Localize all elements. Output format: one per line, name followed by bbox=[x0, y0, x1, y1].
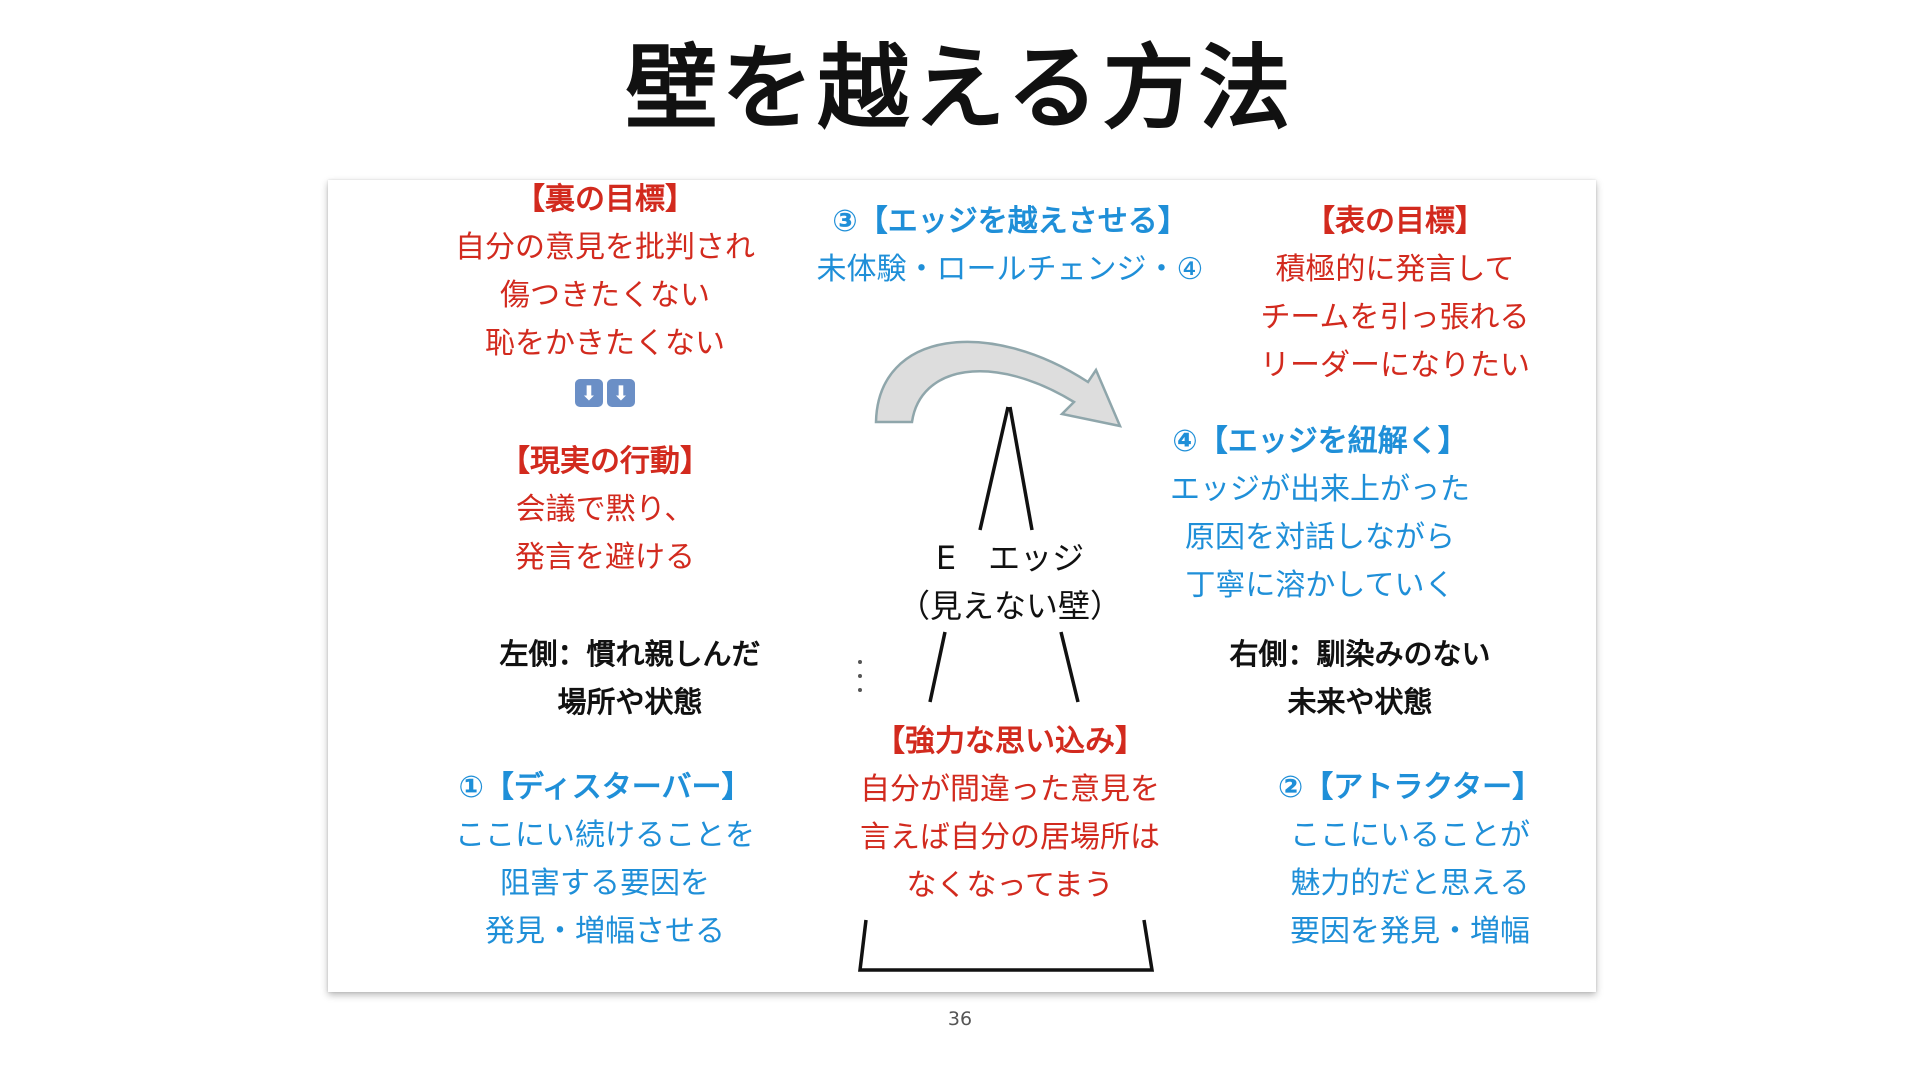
step1-line: 発見・増幅させる bbox=[485, 914, 725, 949]
down-arrow-icon: ⬇ bbox=[607, 378, 635, 407]
edge-line-upper-left bbox=[978, 406, 1010, 531]
step4-line: エッジが出来上がった bbox=[1170, 472, 1470, 507]
belief-line: なくなってまう bbox=[906, 868, 1114, 903]
stray-dot bbox=[858, 674, 862, 678]
belief-line: 言えば自分の居場所は bbox=[860, 820, 1160, 855]
slide-title: 壁を越える方法 bbox=[625, 35, 1295, 142]
left-side-line: 場所や状態 bbox=[557, 685, 703, 719]
step2-block: ②【アトラクター】 ここにいることが 魅力的だと思える 要因を発見・増幅 bbox=[1240, 764, 1580, 956]
omote-goal-line: チームを引っ張れる bbox=[1260, 300, 1530, 335]
step1-heading: ①【ディスターバー】 bbox=[458, 770, 752, 805]
page-number: 36 bbox=[947, 1008, 973, 1030]
belief-block: 【強力な思い込み】 自分が間違った意見を 言えば自分の居場所は なくなってまう bbox=[830, 718, 1190, 910]
step1-line: 阻害する要因を bbox=[500, 866, 710, 901]
omote-goal-line: リーダーになりたい bbox=[1260, 348, 1530, 383]
step2-line: 要因を発見・増幅 bbox=[1290, 914, 1530, 949]
ura-goal-line: 傷つきたくない bbox=[500, 278, 710, 313]
step4-line: 丁寧に溶かしていく bbox=[1185, 568, 1455, 603]
step4-heading: ④【エッジを紐解く】 bbox=[1172, 424, 1468, 459]
edge-label-line: E エッジ bbox=[935, 539, 1085, 577]
double-down-arrow-icon: ⬇⬇ bbox=[420, 368, 790, 416]
omote-goal-line: 積極的に発言して bbox=[1275, 252, 1515, 287]
step4-line: 原因を対話しながら bbox=[1185, 520, 1455, 555]
step2-line: ここにいることが bbox=[1290, 818, 1530, 853]
step2-heading: ②【アトラクター】 bbox=[1277, 770, 1543, 805]
left-side-block: 左側：慣れ親しんだ 場所や状態 bbox=[460, 630, 800, 726]
edge-label-line: （見えない壁） bbox=[897, 587, 1122, 625]
actual-action-line: 発言を避ける bbox=[515, 540, 695, 575]
edge-label: E エッジ （見えない壁） bbox=[880, 534, 1140, 630]
step2-line: 魅力的だと思える bbox=[1290, 866, 1530, 901]
step1-block: ①【ディスターバー】 ここにい続けることを 阻害する要因を 発見・増幅させる bbox=[420, 764, 790, 956]
omote-goal-heading: 【表の目標】 bbox=[1305, 204, 1485, 239]
ura-goal-line: 恥をかきたくない bbox=[485, 326, 725, 361]
actual-action-block: 【現実の行動】 会議で黙り、 発言を避ける bbox=[420, 438, 790, 582]
step4-block: ④【エッジを紐解く】 エッジが出来上がった 原因を対話しながら 丁寧に溶かしてい… bbox=[1140, 418, 1500, 610]
ura-goal-block: 【裏の目標】 自分の意見を批判され 傷つきたくない 恥をかきたくない ⬇⬇ bbox=[420, 176, 790, 416]
ura-goal-line: 自分の意見を批判され bbox=[455, 230, 755, 265]
edge-line-lower-left bbox=[928, 631, 947, 703]
belief-line: 自分が間違った意見を bbox=[860, 772, 1160, 807]
belief-heading: 【強力な思い込み】 bbox=[875, 724, 1145, 759]
right-side-line: 未来や状態 bbox=[1287, 685, 1433, 719]
diagram-panel bbox=[328, 180, 1596, 992]
omote-goal-block: 【表の目標】 積極的に発言して チームを引っ張れる リーダーになりたい bbox=[1220, 198, 1570, 390]
curved-arrow-icon bbox=[874, 340, 1123, 428]
stray-dot bbox=[858, 688, 862, 692]
step3-heading: ③【エッジを越えさせる】 bbox=[832, 204, 1188, 239]
ura-goal-heading: 【裏の目標】 bbox=[515, 182, 695, 217]
right-side-block: 右側：馴染みのない 未来や状態 bbox=[1190, 630, 1530, 726]
step3-block: ③【エッジを越えさせる】 未体験・ロールチェンジ・④ bbox=[780, 198, 1240, 294]
step3-line: 未体験・ロールチェンジ・④ bbox=[816, 252, 1204, 287]
actual-action-line: 会議で黙り、 bbox=[515, 492, 695, 527]
edge-line-lower-right bbox=[1059, 631, 1080, 703]
edge-base-bracket bbox=[858, 919, 1155, 972]
edge-line-upper-right bbox=[1008, 406, 1034, 531]
left-side-line: 左側：慣れ親しんだ bbox=[499, 637, 761, 671]
actual-action-heading: 【現実の行動】 bbox=[500, 444, 710, 479]
right-side-line: 右側：馴染みのない bbox=[1229, 637, 1491, 671]
stray-dot bbox=[858, 660, 862, 664]
down-arrow-icon: ⬇ bbox=[575, 378, 603, 407]
step1-line: ここにい続けることを bbox=[455, 818, 755, 853]
